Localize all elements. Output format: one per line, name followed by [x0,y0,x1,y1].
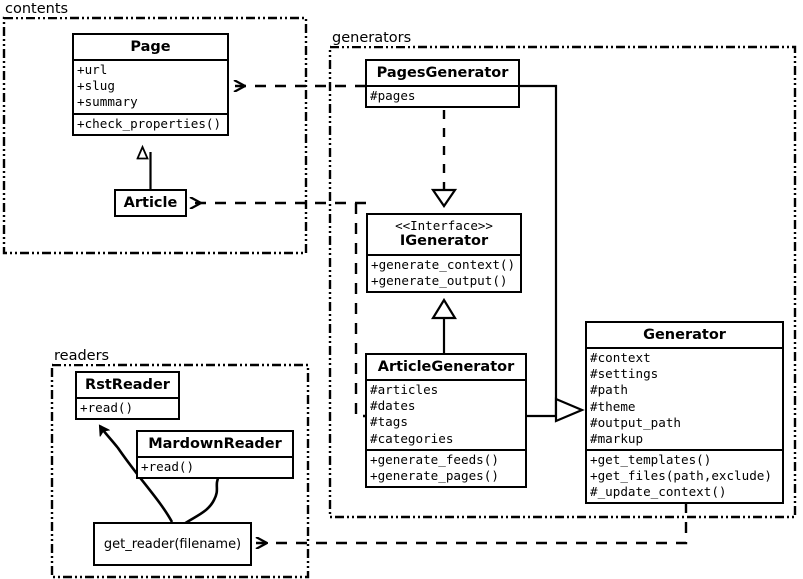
class-title-article: Article [123,195,178,211]
edge-pagesgenerator-inherits-generator [520,84,558,409]
class-box-mardownreader[interactable]: MardownReader +read() [136,430,294,480]
class-operations-page: +check_properties() [74,112,227,134]
class-operations-articlegenerator: +generate_feeds() +generate_pages() [367,448,525,486]
class-operations-mardownreader: +read() [138,456,292,477]
class-operations-igenerator: +generate_context() +generate_output() [368,253,520,291]
arrowhead-articlegen-to-igenerator [431,297,457,320]
arrowhead-realize-igenerator-top [430,188,458,208]
attribute-row: #tags [370,414,408,430]
operation-row: +get_templates() [590,451,712,467]
class-box-article[interactable]: Article [114,189,187,218]
class-attributes-pagesgenerator: #pages [367,85,518,106]
class-attributes-articlegenerator: #articles #dates #tags #categories [367,379,525,448]
operation-row: +check_properties() [77,115,222,131]
class-name-igenerator: IGenerator [399,233,489,250]
class-title-articlegenerator: ArticleGenerator [377,359,515,375]
class-box-generator[interactable]: Generator #context #settings #path #them… [585,321,784,505]
operation-row: +generate_output() [371,272,508,288]
package-label-contents: contents [4,1,70,17]
arrowhead-generalize-generator [554,397,585,423]
attribute-row: #context [590,350,651,366]
class-attributes-generator: #context #settings #path #theme #output_… [587,347,782,449]
attribute-row: +summary [77,94,138,110]
function-box-get-reader[interactable]: get_reader(filename) [93,522,252,566]
class-title-page: Page [130,39,171,55]
package-label-generators: generators [331,30,413,46]
operation-row: +read() [80,400,134,416]
attribute-row: #theme [590,398,636,414]
class-operations-generator: +get_templates() +get_files(path,exclude… [587,448,782,502]
attribute-row: #articles [370,382,439,398]
class-title-pagesgenerator: PagesGenerator [376,65,509,81]
attribute-row: +slug [77,78,115,94]
class-title-rstreader: RstReader [85,377,170,393]
attribute-row: #categories [370,430,454,446]
operation-row: +read() [141,459,195,475]
class-title-igenerator: <<Interface>> IGenerator [368,215,520,254]
edge-generator-uses-getreader [256,502,688,543]
class-operations-rstreader: +read() [77,397,178,418]
operation-row: +generate_pages() [370,467,499,483]
operation-row: #_update_context() [590,483,727,499]
package-boundary-readers [50,363,310,579]
attribute-row: #output_path [590,414,681,430]
class-title-generator: Generator [643,327,726,343]
edge-getreader-returns-rstreader [100,426,174,523]
attribute-row: #settings [590,366,659,382]
operation-row: +get_files(path,exclude) [590,467,772,483]
attribute-row: #path [590,382,628,398]
attribute-row: #markup [590,430,644,446]
operation-row: +generate_context() [371,256,516,272]
class-attributes-page: +url +slug +summary [74,59,227,112]
class-stereotype-igenerator: <<Interface>> [395,218,493,233]
attribute-row: #pages [370,88,416,104]
class-title-mardownreader: MardownReader [148,436,282,452]
class-box-igenerator[interactable]: <<Interface>> IGenerator +generate_conte… [366,213,522,293]
class-box-pagesgenerator[interactable]: PagesGenerator #pages [365,59,520,109]
edge-articlegenerator-uses-article-stub [354,203,366,418]
attribute-row: +url [77,62,108,78]
class-box-articlegenerator[interactable]: ArticleGenerator #articles #dates #tags … [365,353,527,488]
package-boundary-contents [2,16,308,255]
operation-row: +generate_feeds() [370,451,499,467]
class-box-page[interactable]: Page +url +slug +summary +check_properti… [72,33,229,136]
package-label-readers: readers [53,348,111,364]
edge-articlegenerator-inherits-generator [527,409,558,418]
package-boundary-generators [328,45,797,519]
class-box-rstreader[interactable]: RstReader +read() [75,371,180,421]
function-label-get-reader: get_reader(filename) [103,536,242,552]
attribute-row: #dates [370,398,416,414]
